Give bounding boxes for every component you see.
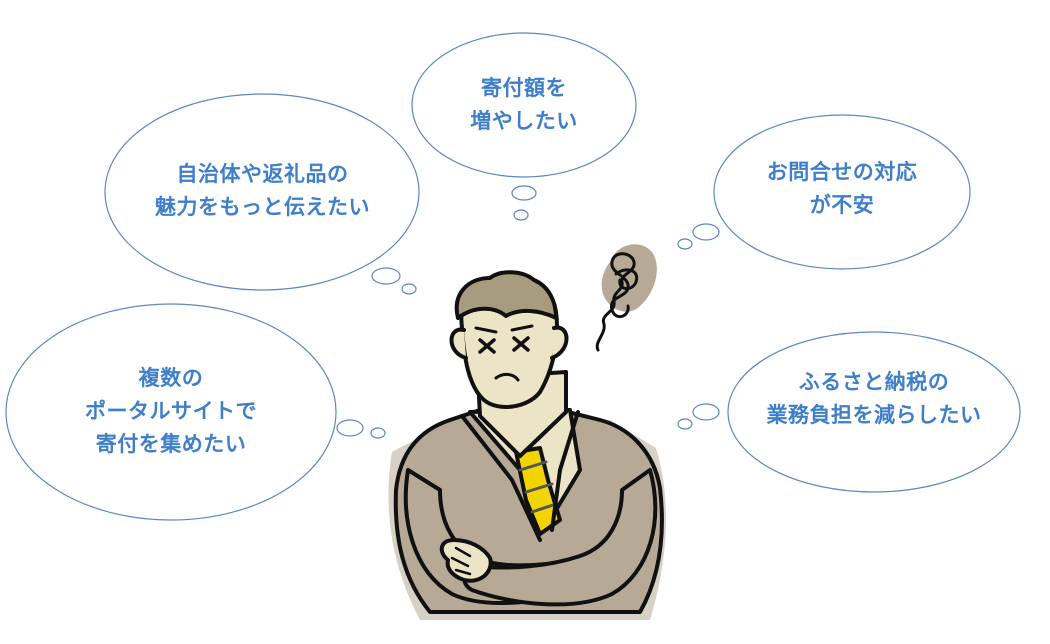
hair (454, 270, 558, 320)
bubble-upper-left-dot-1 (371, 267, 401, 285)
tie (514, 446, 562, 536)
bubble-lower-right-dot-1 (692, 403, 720, 421)
bubble-lower-right-line-1: ふるさと納税の (798, 370, 950, 394)
bubble-lower-left-line-2: ポータルサイトで (85, 399, 257, 423)
lapel-left (460, 414, 542, 542)
bubble-upper-right-dot-2 (677, 238, 693, 250)
bubble-lower-left-line-3: 寄付を集めたい (95, 432, 247, 456)
brows (474, 324, 534, 334)
bubble-upper-right-line-2: が不安 (809, 193, 875, 217)
ear-left (449, 327, 468, 360)
thought-bubbles (5, 32, 1021, 521)
bubble-top-line-2: 増やしたい (470, 109, 578, 133)
worried-businessman (388, 270, 667, 620)
bubble-top-line-1: 寄付額を (481, 76, 567, 100)
bubble-lower-left (5, 303, 337, 521)
tie-stripe (518, 460, 558, 514)
bubble-lower-right-line-2: 業務負担を減らしたい (766, 403, 982, 427)
dizzy-eyes-icon (478, 336, 530, 354)
bubble-upper-left-line-1: 自治体や返礼品の (176, 162, 349, 186)
bubble-upper-left-dot-2 (401, 283, 417, 295)
mouth (494, 372, 520, 382)
lapel-right (550, 410, 580, 532)
bubble-top-text: 寄付額を 増やしたい (424, 72, 624, 138)
bubble-lower-left-dot-2 (370, 427, 386, 439)
hand-fingers (450, 546, 472, 576)
bubble-upper-left-text: 自治体や返礼品の 魅力をもっと伝えたい (120, 158, 405, 224)
bubble-top-dot-2 (513, 209, 529, 221)
bubble-upper-left-line-2: 魅力をもっと伝えたい (155, 195, 370, 219)
bubble-upper-right-text: お問合せの対応 が不安 (732, 156, 952, 222)
bubble-upper-right-line-1: お問合せの対応 (766, 160, 918, 184)
arm-right (462, 468, 658, 607)
bubble-lower-right-text: ふるさと納税の 業務負担を減らしたい (744, 366, 1004, 432)
scribble-cloud-icon (595, 244, 657, 352)
hand (439, 538, 493, 583)
bubble-lower-left-text: 複数の ポータルサイトで 寄付を集めたい (40, 362, 302, 461)
bubble-top-dot-1 (511, 185, 537, 201)
bubble-upper-right (713, 114, 971, 270)
bubble-top (411, 32, 637, 178)
bubble-lower-right (727, 331, 1021, 493)
bubble-lower-right-dot-2 (677, 418, 693, 430)
bubble-upper-left (104, 93, 420, 291)
bubble-upper-right-dot-1 (692, 223, 720, 241)
bubble-lower-left-dot-1 (336, 419, 364, 437)
ear-right (550, 325, 569, 360)
bubble-lower-left-line-1: 複数の (138, 366, 204, 390)
